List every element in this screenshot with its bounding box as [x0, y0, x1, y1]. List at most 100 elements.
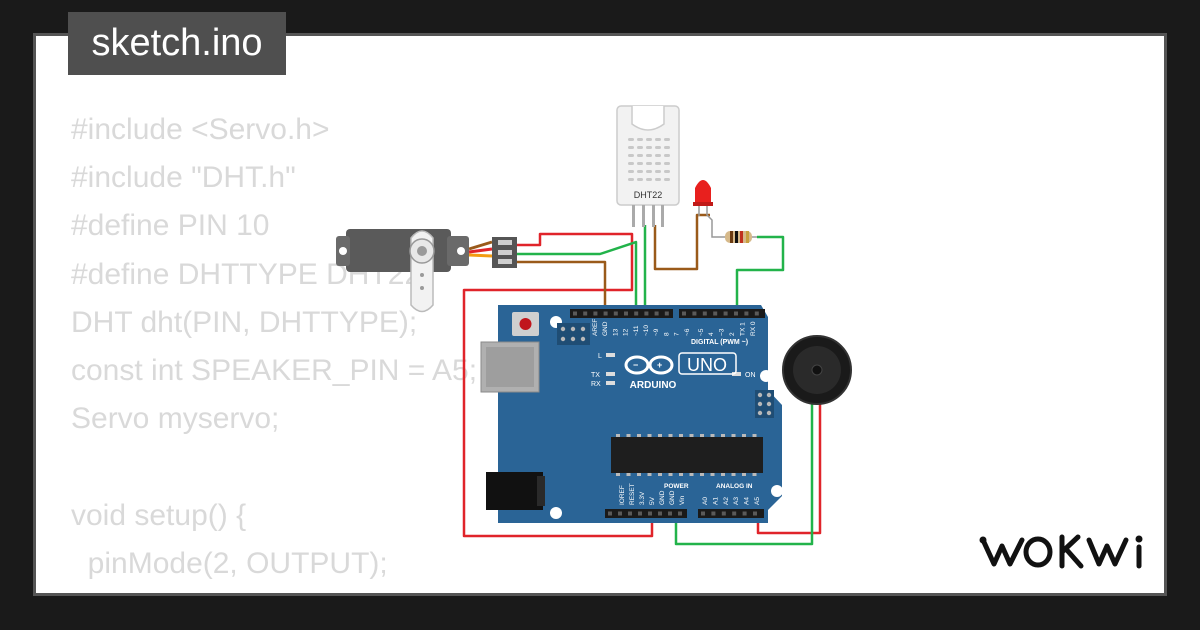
analog-pin-label: A0: [702, 497, 709, 505]
servo-motor[interactable]: [336, 229, 517, 313]
chip-pin: [700, 434, 704, 437]
header-pin[interactable]: [732, 511, 737, 516]
digital-pin-label: ~11: [633, 325, 640, 336]
dht22-vent: [655, 162, 661, 165]
board-logo-text: ARDUINO: [630, 380, 677, 391]
digital-pin-label: 8: [663, 332, 670, 336]
servo-body: [346, 229, 451, 272]
wire-dht-gnd[interactable]: [653, 213, 710, 271]
header-pin[interactable]: [711, 511, 716, 516]
led-anode-leg: [706, 206, 720, 238]
header-pin[interactable]: [634, 311, 639, 316]
dht22-vent: [628, 146, 634, 149]
header-pin[interactable]: [678, 511, 682, 516]
dht22-vent: [646, 178, 652, 181]
chip-pin: [658, 434, 662, 437]
servo-connector-pin: [498, 240, 512, 245]
digital-pin-label: AREF: [592, 319, 599, 336]
header-pin[interactable]: [658, 511, 662, 516]
uno-badge: [678, 352, 737, 375]
digital-header-left[interactable]: [570, 309, 673, 318]
tx-led-label: TX: [591, 372, 600, 379]
resistor[interactable]: [720, 231, 757, 243]
code-line: #include <Servo.h>: [71, 113, 330, 146]
header-pin[interactable]: [701, 511, 705, 516]
header-pin[interactable]: [713, 311, 718, 316]
digital-pin-label: RX 0: [750, 321, 757, 336]
header-pin[interactable]: [742, 511, 747, 516]
red-led[interactable]: [693, 180, 720, 238]
wire-buzzer-gnd[interactable]: [674, 400, 814, 546]
digital-pin-label: 2: [729, 332, 736, 336]
chip-pin: [626, 434, 631, 437]
led-rim: [693, 202, 713, 206]
header-pin[interactable]: [608, 511, 612, 516]
header-pin[interactable]: [682, 311, 686, 316]
header-pin[interactable]: [654, 311, 659, 316]
header-pin[interactable]: [721, 511, 726, 516]
dht22-vent: [655, 154, 661, 157]
chip-pin: [679, 473, 683, 476]
file-tab[interactable]: sketch.ino: [68, 12, 286, 75]
dht22-vent: [646, 146, 652, 149]
dht22-vent: [628, 162, 634, 165]
dht22-label: DHT22: [634, 190, 663, 200]
code-editor[interactable]: #include <Servo.h> #include "DHT.h" #defin…: [71, 106, 579, 593]
header-pin[interactable]: [624, 311, 628, 316]
dht22-vent: [646, 170, 652, 173]
header-pin[interactable]: [628, 511, 632, 516]
wire-servo-gnd[interactable]: [515, 260, 607, 312]
chip-pin: [647, 434, 652, 437]
mounting-hole: [760, 370, 772, 382]
digital-header-right[interactable]: [679, 309, 765, 318]
dht22-vent: [655, 170, 661, 173]
servo-shaft: [417, 246, 427, 256]
digital-pin-label: ~6: [684, 328, 691, 336]
wire-servo-vcc[interactable]: [462, 232, 654, 538]
header-pin[interactable]: [744, 311, 749, 316]
chip-pin: [637, 434, 641, 437]
dht22-vent: [655, 178, 661, 181]
reset-button-cap[interactable]: [519, 318, 532, 330]
code-line: void setup() {: [71, 498, 247, 532]
header-pin[interactable]: [648, 511, 652, 516]
dht22-pin: [661, 205, 664, 227]
header-pin[interactable]: [753, 511, 757, 516]
header-pin[interactable]: [644, 311, 649, 316]
code-line: #include "DHT.h": [71, 161, 296, 195]
power-header[interactable]: [605, 509, 687, 518]
header-pin[interactable]: [702, 311, 707, 316]
header-pin[interactable]: [583, 311, 588, 316]
header-pin[interactable]: [668, 511, 672, 516]
header-pin[interactable]: [734, 311, 738, 316]
code-line: #define PIN 10: [71, 209, 270, 243]
dht22-sensor[interactable]: DHT22: [616, 105, 680, 227]
dht22-vent: [664, 138, 670, 141]
digital-pin-label: 4: [708, 332, 715, 336]
dht22-vent: [664, 154, 670, 157]
header-pin[interactable]: [613, 311, 618, 316]
analog-pin-label: A2: [723, 497, 730, 505]
header-pin[interactable]: [664, 311, 669, 316]
wire-servo-signal[interactable]: [515, 240, 638, 312]
digital-pin-label: TX 1: [739, 322, 746, 336]
servo-connector-pin: [498, 250, 512, 255]
chip-pin: [731, 473, 736, 476]
header-pin[interactable]: [618, 511, 622, 516]
digital-pin-label: ~10: [643, 325, 650, 336]
servo-lead-orange: [468, 253, 493, 258]
wire-led-pin2[interactable]: [735, 235, 785, 312]
piezo-buzzer[interactable]: [782, 335, 852, 405]
header-pin[interactable]: [723, 311, 728, 316]
header-pin[interactable]: [573, 311, 577, 316]
header-pin[interactable]: [754, 311, 759, 316]
header-pin[interactable]: [603, 311, 608, 316]
header-pin[interactable]: [692, 311, 697, 316]
header-pin[interactable]: [593, 311, 598, 316]
analog-header[interactable]: [698, 509, 764, 518]
header-pin[interactable]: [638, 511, 642, 516]
servo-screw-hole: [339, 247, 347, 255]
power-pin-label: RESET: [629, 483, 636, 505]
